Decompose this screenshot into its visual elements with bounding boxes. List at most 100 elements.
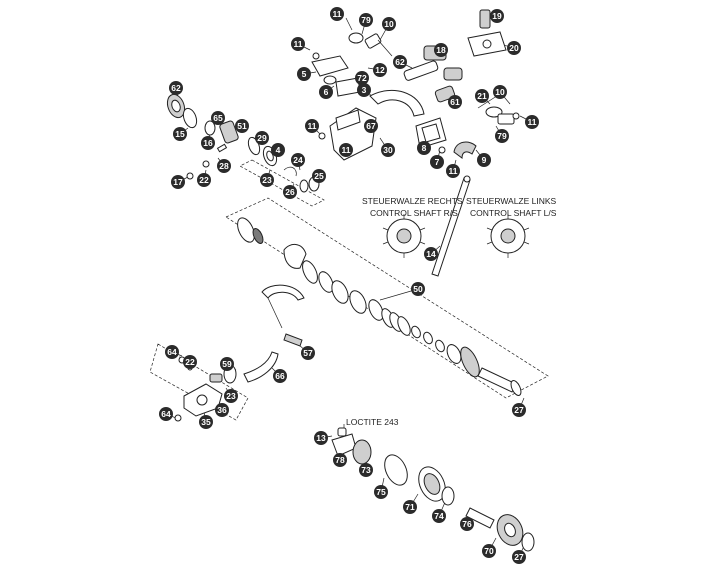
callout-badge: 61 [448, 95, 462, 109]
callout-badges: 11 79 10 19 11 20 18 5 62 12 72 6 3 61 2… [159, 7, 539, 564]
svg-text:11: 11 [294, 39, 303, 49]
svg-text:26: 26 [285, 187, 295, 197]
callout-badge: 57 [301, 346, 315, 360]
svg-text:11: 11 [528, 117, 537, 127]
callout-badge: 19 [490, 9, 504, 23]
callout-badge: 71 [403, 500, 417, 514]
svg-text:57: 57 [303, 348, 313, 358]
svg-text:10: 10 [384, 19, 394, 29]
callout-badge: 22 [197, 173, 211, 187]
svg-text:62: 62 [171, 83, 181, 93]
svg-text:23: 23 [226, 391, 236, 401]
callout-badge: 51 [235, 119, 249, 133]
svg-text:22: 22 [185, 357, 195, 367]
lower-parts [331, 427, 535, 552]
callout-badge: 8 [417, 141, 431, 155]
callout-badge: 11 [330, 7, 344, 21]
label-control-shaft-ls-de: STEUERWALZE LINKS [466, 196, 557, 206]
callout-badge: 23 [260, 173, 274, 187]
text-labels: STEUERWALZE RECHTS CONTROL SHAFT R/S STE… [346, 196, 557, 427]
callout-badge: 67 [364, 119, 378, 133]
svg-text:79: 79 [497, 131, 507, 141]
callout-badge: 25 [312, 169, 326, 183]
svg-text:6: 6 [324, 87, 329, 97]
svg-text:17: 17 [173, 177, 183, 187]
svg-text:50: 50 [413, 284, 423, 294]
svg-text:5: 5 [302, 69, 307, 79]
svg-text:61: 61 [450, 97, 460, 107]
callout-badge: 12 [373, 63, 387, 77]
svg-text:75: 75 [376, 487, 386, 497]
svg-text:76: 76 [462, 519, 472, 529]
callout-badge: 76 [460, 517, 474, 531]
callout-badge: 21 [475, 89, 489, 103]
callout-badge: 11 [446, 164, 460, 178]
callout-badge: 16 [201, 136, 215, 150]
callout-badge: 13 [314, 431, 328, 445]
svg-text:7: 7 [435, 157, 440, 167]
callout-badge: 9 [477, 153, 491, 167]
svg-text:51: 51 [237, 121, 247, 131]
callout-badge: 4 [271, 143, 285, 157]
svg-text:65: 65 [213, 113, 223, 123]
callout-badge: 30 [381, 143, 395, 157]
svg-text:35: 35 [201, 417, 211, 427]
callout-badge: 11 [305, 119, 319, 133]
svg-text:11: 11 [333, 9, 342, 19]
svg-text:10: 10 [495, 87, 505, 97]
svg-text:22: 22 [199, 175, 209, 185]
svg-text:12: 12 [375, 65, 385, 75]
svg-text:70: 70 [484, 546, 494, 556]
svg-text:59: 59 [222, 359, 232, 369]
svg-text:36: 36 [217, 405, 227, 415]
svg-text:72: 72 [357, 73, 367, 83]
svg-text:78: 78 [335, 455, 345, 465]
callout-badge: 27 [512, 550, 526, 564]
svg-text:23: 23 [262, 175, 272, 185]
callout-badge: 11 [525, 115, 539, 129]
svg-text:71: 71 [405, 502, 415, 512]
callout-badge: 18 [434, 43, 448, 57]
svg-text:11: 11 [308, 121, 317, 131]
callout-badge: 29 [255, 131, 269, 145]
callout-badge: 65 [211, 111, 225, 125]
svg-text:11: 11 [342, 145, 351, 155]
svg-text:21: 21 [477, 91, 487, 101]
callout-badge: 50 [411, 282, 425, 296]
svg-text:29: 29 [257, 133, 267, 143]
svg-text:30: 30 [383, 145, 393, 155]
svg-text:15: 15 [175, 129, 185, 139]
control-shaft-rs-gear [382, 214, 426, 258]
control-shaft-ls-gear [486, 214, 530, 258]
svg-text:62: 62 [395, 57, 405, 67]
callout-badge: 22 [183, 355, 197, 369]
callout-badge: 79 [359, 13, 373, 27]
callout-badge: 36 [215, 403, 229, 417]
control-shaft-gears [382, 175, 530, 277]
svg-text:9: 9 [482, 155, 487, 165]
svg-text:18: 18 [436, 45, 446, 55]
shaft-assembly-frame [149, 159, 549, 421]
callout-badge: 62 [169, 81, 183, 95]
svg-text:64: 64 [167, 347, 177, 357]
callout-badge: 64 [165, 345, 179, 359]
callout-badge: 74 [432, 509, 446, 523]
svg-text:14: 14 [426, 249, 436, 259]
linkage-parts [174, 284, 305, 422]
svg-text:73: 73 [361, 465, 371, 475]
callout-badge: 59 [220, 357, 234, 371]
svg-text:79: 79 [361, 15, 371, 25]
svg-text:4: 4 [276, 145, 281, 155]
callout-badge: 62 [393, 55, 407, 69]
callout-badge: 79 [495, 129, 509, 143]
callout-badge: 72 [355, 71, 369, 85]
label-control-shaft-rs-de: STEUERWALZE RECHTS [362, 196, 463, 206]
callout-badge: 35 [199, 415, 213, 429]
callout-badge: 70 [482, 544, 496, 558]
callout-badge: 7 [430, 155, 444, 169]
svg-text:24: 24 [293, 155, 303, 165]
svg-text:28: 28 [219, 161, 229, 171]
svg-text:27: 27 [514, 552, 524, 562]
callout-badge: 24 [291, 153, 305, 167]
